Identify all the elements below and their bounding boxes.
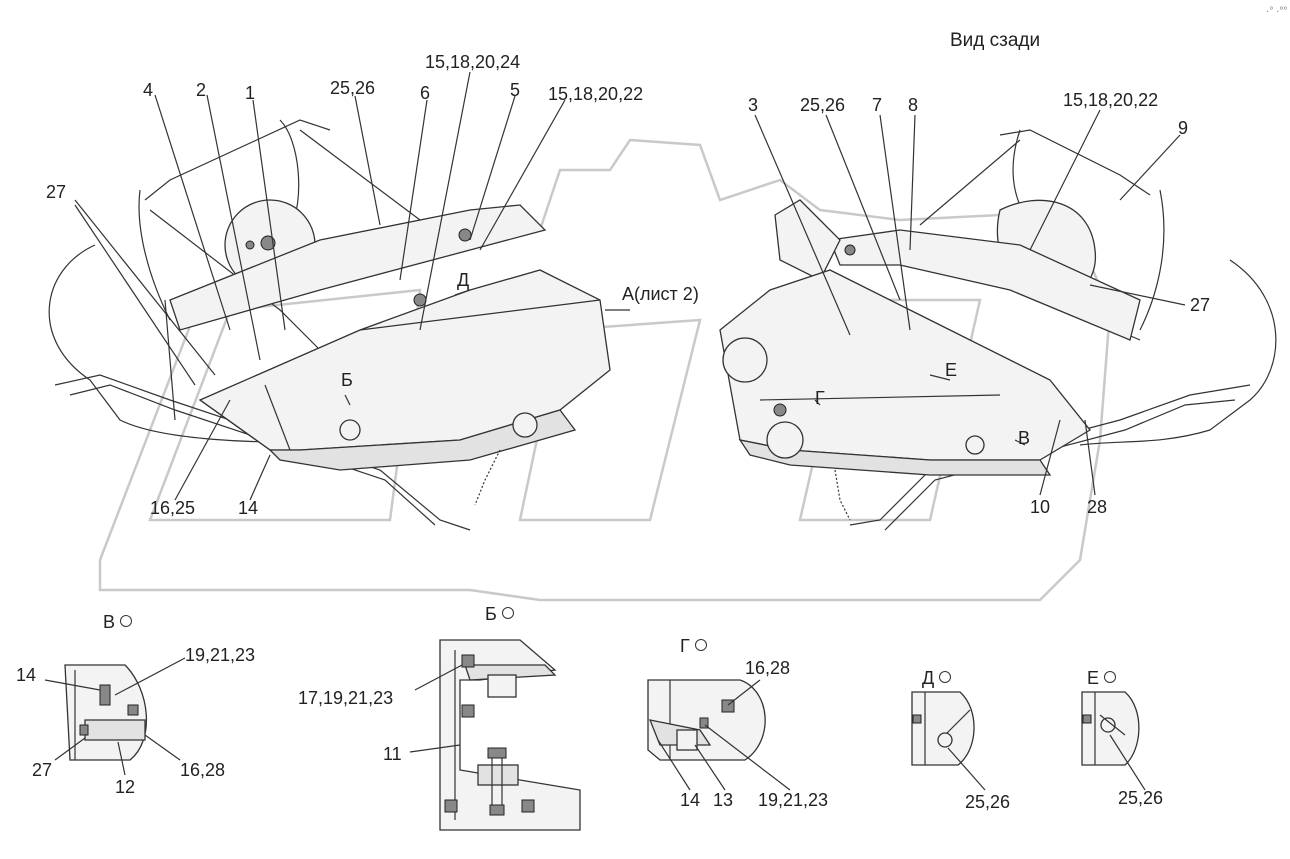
callout-25-26-right: 25,26: [800, 95, 846, 115]
callout-15-18-20-24: 15,18,20,24: [425, 52, 521, 72]
corner-dots: ·° ·°°: [1266, 6, 1288, 17]
detail-mark-V: В: [103, 612, 133, 633]
left-assembly-view: [48, 71, 630, 531]
detail-V-callout-12: 12: [115, 777, 136, 797]
callout-15-18-20-22-left: 15,18,20,22: [548, 84, 644, 104]
view-pointer-V: В: [1018, 428, 1031, 448]
detail-view-G: [647, 679, 791, 791]
detail-E-callout-25-26: 25,26: [1118, 788, 1164, 808]
detail-mark-B: Б: [485, 604, 514, 625]
view-pointer-E: Е: [945, 360, 958, 380]
callout-14-left: 14: [238, 498, 259, 518]
right-assembly-view: [719, 109, 1277, 531]
detail-view-V: [44, 657, 186, 776]
view-circle-icon: [120, 615, 133, 627]
detail-V-callout-19-21-23: 19,21,23: [185, 645, 256, 665]
view-title: Вид сзади: [950, 30, 1041, 51]
view-circle-icon: [694, 639, 707, 651]
view-circle-icon: [501, 607, 514, 619]
callout-1: 1: [245, 83, 256, 103]
callout-6: 6: [420, 83, 431, 103]
callout-4: 4: [143, 80, 154, 100]
detail-V-callout-27: 27: [32, 760, 53, 780]
detail-mark-E: Е: [1087, 668, 1117, 689]
detail-G-callout-13: 13: [713, 790, 734, 810]
detail-G-callout-16-28: 16,28: [745, 658, 791, 678]
callout-2: 2: [196, 80, 207, 100]
detail-mark-D-letter: Д: [922, 668, 935, 688]
callout-5: 5: [510, 80, 521, 100]
detail-V-callout-16-28: 16,28: [180, 760, 226, 780]
callout-10: 10: [1030, 497, 1051, 517]
sheet-reference-A: А(лист 2): [622, 284, 699, 304]
detail-B-callout-17-19-21-23: 17,19,21,23: [298, 688, 394, 708]
callout-27-right: 27: [1190, 295, 1211, 315]
view-circle-icon: [1104, 671, 1117, 683]
detail-mark-D: Д: [922, 668, 952, 689]
view-circle-icon: [939, 671, 952, 683]
detail-mark-E-letter: Е: [1087, 668, 1100, 688]
view-pointer-D: Д: [457, 270, 470, 290]
view-pointer-B: Б: [341, 370, 353, 390]
detail-D-callout-25-26: 25,26: [965, 792, 1011, 812]
callout-25-26-left: 25,26: [330, 78, 376, 98]
detail-mark-G: Г: [680, 636, 707, 657]
detail-view-D: [911, 691, 986, 791]
detail-G-callout-19-21-23: 19,21,23: [758, 790, 829, 810]
callout-7: 7: [872, 95, 883, 115]
callout-15-18-20-22-right: 15,18,20,22: [1063, 90, 1159, 110]
detail-V-callout-14: 14: [16, 665, 37, 685]
callout-27-left: 27: [46, 182, 67, 202]
view-pointer-G: Г: [815, 388, 825, 408]
callout-3: 3: [748, 95, 759, 115]
detail-mark-V-letter: В: [103, 612, 116, 632]
detail-view-B: [409, 639, 581, 831]
detail-view-E: [1081, 691, 1146, 791]
detail-B-callout-11: 11: [383, 744, 402, 764]
callout-9: 9: [1178, 118, 1189, 138]
detail-mark-B-letter: Б: [485, 604, 497, 624]
callout-8: 8: [908, 95, 919, 115]
callout-16-25: 16,25: [150, 498, 196, 518]
detail-mark-G-letter: Г: [680, 636, 690, 656]
detail-G-callout-14: 14: [680, 790, 701, 810]
callout-28: 28: [1087, 497, 1108, 517]
